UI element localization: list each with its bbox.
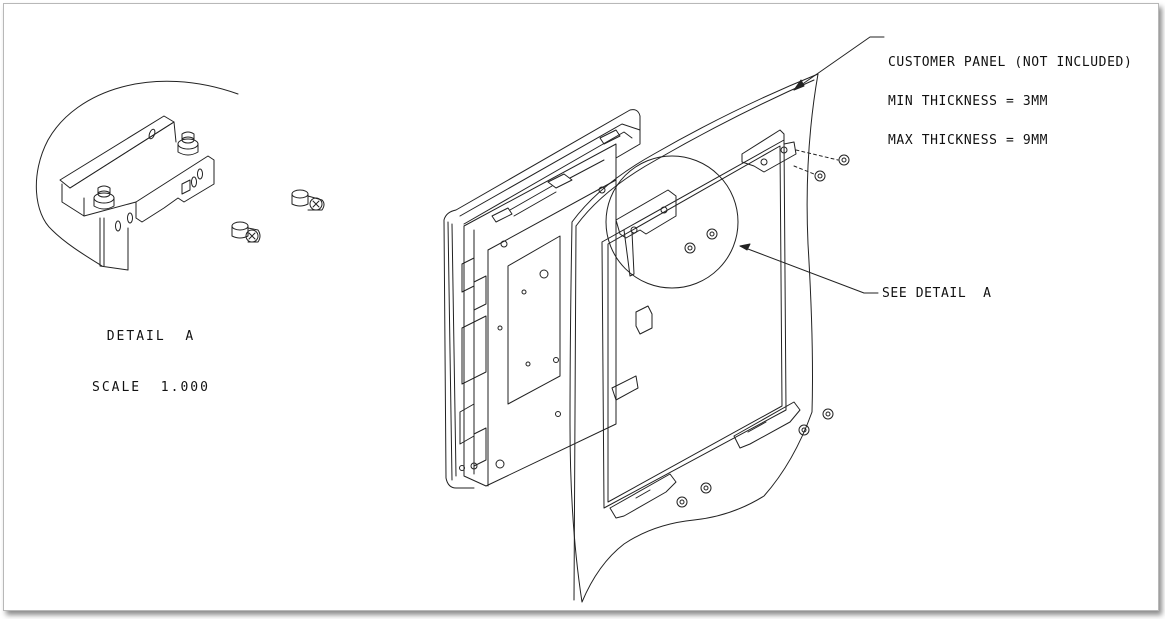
mounting-screw-icon (231, 221, 261, 243)
detail-panel-edge (99, 217, 129, 271)
mounting-screw-icon (93, 185, 115, 210)
mounting-screw-icon (822, 408, 834, 420)
mounting-screw-icon (177, 131, 199, 156)
mounting-screw-icon (291, 189, 325, 211)
detail-scale: SCALE 1.000 (92, 380, 210, 395)
display-bezel (443, 109, 641, 489)
mounting-screw-icon (676, 496, 688, 508)
assembly-drawing (35, 36, 885, 603)
display-unit (443, 109, 641, 489)
detail-bracket-tab (135, 155, 215, 223)
detail-title: DETAIL A (106, 329, 196, 344)
detail-bracket-flange (59, 115, 175, 189)
drawing-sheet: CUSTOMER PANEL (NOT INCLUDED) MIN THICKN… (3, 3, 1159, 611)
callout-line-2: MIN THICKNESS = 3MM (888, 94, 1049, 109)
leader-arrow-icon (739, 243, 751, 251)
mounting-bracket-icon (733, 401, 801, 449)
detail-a-circle (605, 155, 739, 289)
panel-cutout (601, 139, 787, 509)
mounting-screw-icon (706, 228, 718, 240)
mounting-screw-icon (700, 482, 712, 494)
leader-line-panel (793, 36, 885, 91)
detail-caption: DETAIL A SCALE 1.000 (92, 294, 210, 413)
mounting-screw-icon (814, 170, 826, 182)
detail-boundary-arc (35, 80, 239, 267)
callout-line-1: CUSTOMER PANEL (NOT INCLUDED) (888, 55, 1133, 70)
mounting-screw-icon (798, 424, 810, 436)
leader-line-detail (739, 245, 879, 294)
leader-arrow-icon (793, 79, 805, 91)
see-detail-callout: SEE DETAIL A (882, 286, 992, 301)
mounting-screw-icon (838, 154, 850, 166)
panel-outline (569, 73, 819, 603)
customer-panel-callout: CUSTOMER PANEL (NOT INCLUDED) MIN THICKN… (888, 30, 1132, 160)
mounting-bracket-icon (609, 473, 677, 519)
mounting-screw-icon (684, 242, 696, 254)
display-chassis (463, 143, 617, 487)
mounting-bracket-icon (741, 129, 797, 173)
callout-line-3: MAX THICKNESS = 9MM (888, 133, 1049, 148)
customer-panel (569, 73, 819, 603)
mounting-bracket-icon (615, 189, 677, 239)
detail-a-view (35, 80, 239, 271)
